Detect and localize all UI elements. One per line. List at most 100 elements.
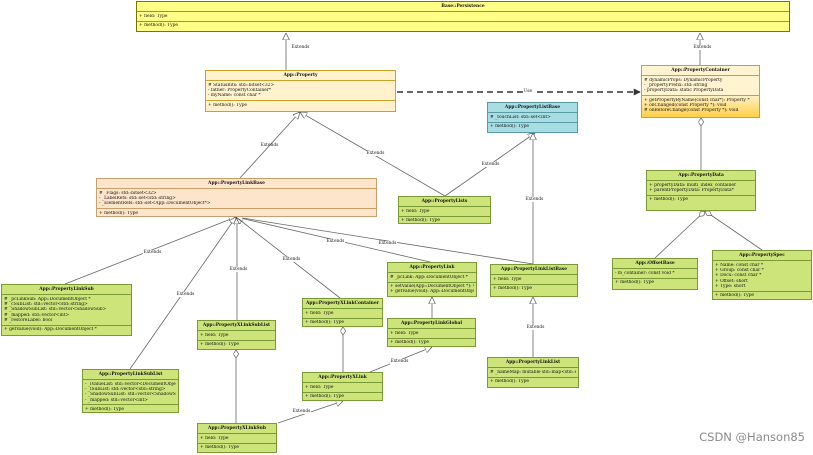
edge-label-extends: Extends [378,241,397,246]
class-app-property-container[interactable]: App::PropertyContainer # dynamicProps: D… [641,65,760,118]
attribute: # _pcLinkSub: App::DocumentObject * [4,296,91,302]
attributes: + field: Type [388,329,475,339]
class-app-property-x-link[interactable]: App::PropertyXLink + field: Type + metho… [302,372,383,401]
class-app-offset-base[interactable]: App::OffsetBase - m_container: const voi… [612,258,698,290]
methods: + getPropertyByName(const char*): Proper… [642,96,759,115]
method: + method(): Type [200,445,240,451]
attribute: # dynamicProps: DynamicProperty [644,77,723,83]
methods: + method(): Type [198,444,276,452]
methods: + method(): Type [388,339,475,347]
class-app-property-list-base[interactable]: App::PropertyListBase # _touchList: std:… [487,102,578,133]
edge-linkbase-property [239,112,300,179]
attributes: # _pcLinkSub: App::DocumentObject * # _c… [2,295,131,326]
method: + getPropertyByName(const char*): Proper… [644,97,750,103]
attribute: + Group: const char * [715,268,764,274]
class-name: App::PropertyLinkList [488,358,578,369]
class-app-property-x-link-sub-list[interactable]: App::PropertyXLinkSubList + field: Type … [197,320,276,350]
edge-label-extends: Extends [143,250,162,255]
class-app-property-x-link-sub[interactable]: App::PropertyXLinkSub + field: Type + me… [197,423,277,453]
method: + setValue(App::DocumentObject *): void [390,284,474,290]
attributes: + propertyData: multi_index_container + … [647,181,755,196]
class-app-property-link-sub-list[interactable]: App::PropertyLinkSubList - _lValueList: … [82,369,179,413]
attribute: + field: Type [200,435,229,441]
attribute: - _ShadowSubList: std::vector<ShadowSub> [85,392,176,398]
class-name: App::PropertyLink [388,263,476,274]
attributes: + field: Type [303,309,382,319]
methods: + method(): Type [613,279,697,287]
attribute: - propertyData: static PropertyData [644,88,724,94]
attribute: # _restoreLabel: bool [4,317,53,323]
class-name: Base::Persistence [137,2,789,13]
edge-label-extends: Extends [326,239,345,244]
methods: + method(): Type [488,378,578,386]
attributes: # _touchList: std::set<int> [488,113,577,123]
class-app-property-link-base[interactable]: App::PropertyLinkBase # _Flags: std::bit… [96,178,377,217]
attributes: + field: Type [198,331,275,341]
attribute: + field: Type [493,276,522,282]
class-app-property-x-link-container[interactable]: App::PropertyXLinkContainer + field: Typ… [302,298,383,327]
class-name: App::Property [206,71,395,82]
class-name: App::PropertyLinkListBase [491,265,577,276]
class-name: App::PropertyContainer [642,66,759,77]
attribute: # _cSubList: std::vector<std::string> [4,302,88,308]
attribute: # StatusBits: std::bitset<32> [208,82,275,88]
attributes: + field: Type [303,383,382,393]
class-app-property-spec[interactable]: App::PropertySpec + Name: const char * +… [712,250,812,300]
attribute: # _touchList: std::set<int> [490,114,551,120]
methods: + method(): Type [83,405,178,413]
method: + method(): Type [490,379,530,385]
methods: + method(): Type [206,101,395,109]
attributes: # StatusBits: std::bitset<32> - father: … [206,81,395,102]
class-app-property-lists[interactable]: App::PropertyLists + field: Type + metho… [398,196,491,224]
method: + getValue(void): App::DocumentObject * [4,327,97,333]
edge-linklistbase-linkbase [236,217,534,265]
attribute: - _propertyPrefix: std::string [644,83,708,89]
method: + method(): Type [139,23,179,29]
edge-label-extends: Extends [292,409,311,414]
method: + method(): Type [490,124,530,130]
attributes: - m_container: const void * [613,269,697,279]
edge-label-extends: Extends [390,359,409,364]
class-app-property[interactable]: App::Property # StatusBits: std::bitset<… [205,70,396,112]
class-app-property-link-global[interactable]: App::PropertyLinkGlobal + field: Type + … [387,318,476,347]
method: + method(): Type [305,320,345,326]
class-name: App::PropertyXLinkSub [198,424,276,435]
methods: + method(): Type [198,341,275,349]
methods: + method(): Type [303,319,382,327]
edge-label-extends: Extends [526,325,545,330]
attribute: + field: Type [401,208,430,214]
edge-label-extends: Extends [176,292,195,297]
method: + method(): Type [390,340,430,346]
attribute: - _ElementRefs: std::set<App::DocumentOb… [99,201,211,207]
methods: + setValue(App::DocumentObject *): void … [388,283,476,297]
edge-spec-data [705,211,763,251]
methods: + method(): Type [399,217,490,225]
attributes: + Name: const char * + Group: const char… [713,261,811,292]
class-name: App::PropertyLinkGlobal [388,319,475,330]
attribute: + field: Type [390,330,419,336]
class-name: App::OffsetBase [613,259,697,270]
method: + method(): Type [99,210,139,216]
attribute: - _LabelRefs: std::set<std::string> [99,196,176,202]
attribute: # _mapped: std::vector<int> [4,312,70,318]
method: # onBeforeChange(const Property *): void [644,108,739,114]
method: + method(): Type [715,293,755,299]
attribute: # _pcLink: App::DocumentObject * [390,274,468,280]
attribute: - _lSubList: std::vector<std::string> [85,387,166,393]
class-base-persistence[interactable]: Base::Persistence + field: Type + method… [136,1,790,32]
method: + method(): Type [401,218,441,224]
class-name: App::PropertyLinkBase [97,179,376,190]
class-app-property-data[interactable]: App::PropertyData + propertyData: multi_… [646,170,756,211]
class-name: App::PropertyXLinkContainer [303,299,382,310]
edge-label-extends: Extends [481,162,500,167]
class-name: App::PropertyListBase [488,103,577,114]
class-app-property-link[interactable]: App::PropertyLink # _pcLink: App::Docume… [387,262,477,297]
class-app-property-link-list-base[interactable]: App::PropertyLinkListBase + field: Type … [490,264,578,297]
attribute: + Type: short [715,283,746,289]
method: + method(): Type [305,394,345,400]
class-app-property-link-sub[interactable]: App::PropertyLinkSub # _pcLinkSub: App::… [1,284,132,336]
class-app-property-link-list[interactable]: App::PropertyLinkList # _nameMap: mutabl… [487,357,579,388]
attributes: + field: Type [137,12,789,22]
methods: + method(): Type [713,292,811,300]
methods: + method(): Type [488,123,577,131]
